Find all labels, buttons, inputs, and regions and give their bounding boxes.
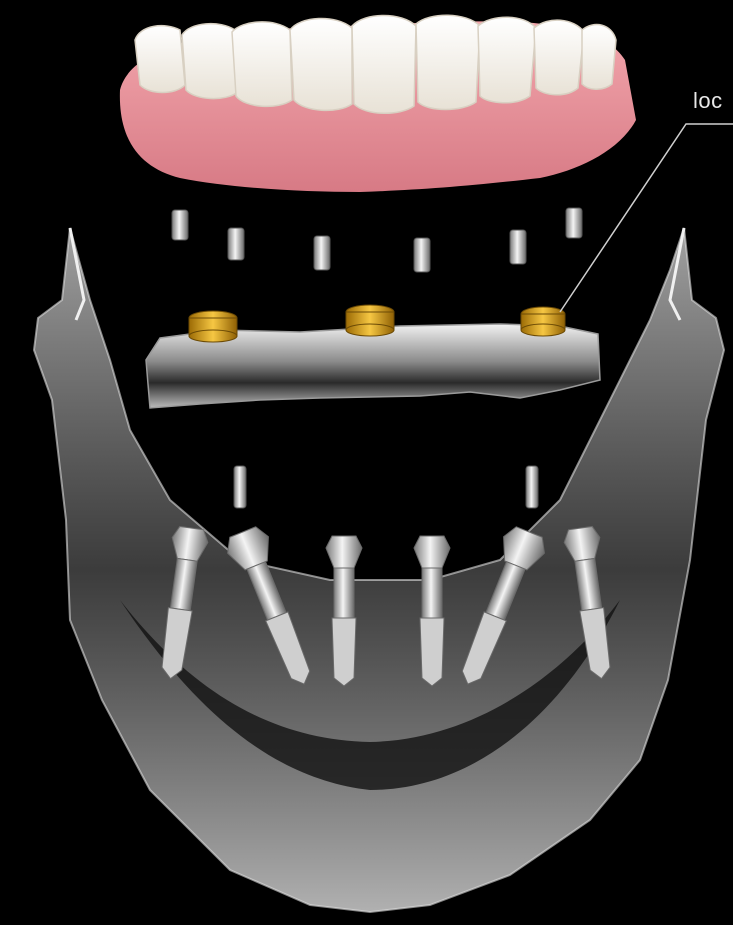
titanium-bar (146, 305, 600, 408)
abutment-screws (234, 466, 538, 508)
denture-arch (120, 15, 636, 192)
prosthetic-screws (172, 208, 582, 272)
callout-label: loc (693, 88, 733, 114)
